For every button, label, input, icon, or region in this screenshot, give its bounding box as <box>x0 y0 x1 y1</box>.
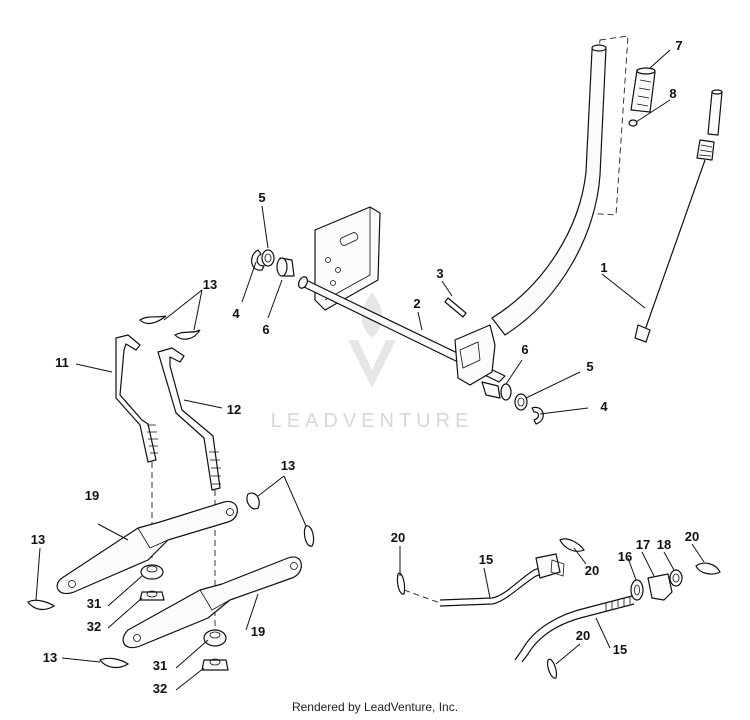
handle-grip <box>630 67 656 113</box>
left-shaft-hardware <box>251 249 295 277</box>
callout-5-top: 5 <box>258 190 265 205</box>
hairpin-clips-20 <box>396 538 721 679</box>
cross-shaft <box>297 276 506 383</box>
callout-8: 8 <box>669 86 676 101</box>
adjust-hardware <box>630 569 683 601</box>
mounting-bracket <box>314 206 381 311</box>
callout-7: 7 <box>675 38 682 53</box>
watermark-logo-icon <box>348 292 396 388</box>
callout-20-bottom: 20 <box>576 628 590 643</box>
callout-6-left: 6 <box>262 322 269 337</box>
callout-1: 1 <box>600 260 607 275</box>
callout-labels: 5 4 6 3 2 1 7 8 6 5 4 13 11 12 13 19 13 … <box>31 38 699 696</box>
watermark-text: LEADVENTURE <box>271 410 474 432</box>
callout-5-right: 5 <box>586 359 593 374</box>
callout-13-left: 13 <box>31 532 45 547</box>
callout-4-left: 4 <box>232 306 240 321</box>
callout-11: 11 <box>55 355 69 370</box>
bushing-nut-lower <box>201 629 229 671</box>
adjust-rod-upper <box>403 553 565 607</box>
cotter-pin <box>444 297 467 318</box>
callout-15-lower: 15 <box>613 642 627 657</box>
release-rod <box>634 89 723 343</box>
callout-20-mid: 20 <box>585 563 599 578</box>
lift-arm-upper <box>56 500 238 595</box>
grip-spring <box>628 119 638 127</box>
callout-12: 12 <box>227 402 241 417</box>
callout-19-lower: 19 <box>251 624 265 639</box>
callout-16: 16 <box>618 549 632 564</box>
callout-3: 3 <box>436 266 443 281</box>
callout-2: 2 <box>413 296 420 311</box>
callout-32-lower: 32 <box>153 681 167 696</box>
hairpin-clips-side <box>27 492 315 669</box>
right-shaft-hardware <box>481 381 544 425</box>
hairpin-clips-top <box>139 315 201 340</box>
callout-13-right: 13 <box>281 458 295 473</box>
lift-lever <box>491 44 607 336</box>
callout-31-upper: 31 <box>87 596 101 611</box>
callout-18: 18 <box>657 537 671 552</box>
callout-20-left: 20 <box>391 530 405 545</box>
adjust-rod-lower <box>514 595 635 663</box>
callout-6-right: 6 <box>521 342 528 357</box>
leadventure-watermark: LEADVENTURE <box>271 292 474 432</box>
leader-lines <box>35 49 705 691</box>
lift-arm-lower <box>122 556 302 649</box>
callout-13-top: 13 <box>203 277 217 292</box>
callout-4-right: 4 <box>600 399 608 414</box>
callout-15-upper: 15 <box>479 552 493 567</box>
callout-20-right: 20 <box>685 529 699 544</box>
callout-31-lower: 31 <box>153 658 167 673</box>
callout-13-bottom: 13 <box>43 650 57 665</box>
footer-credit: Rendered by LeadVenture, Inc. <box>291 700 459 714</box>
bushing-nut-upper <box>139 564 165 601</box>
callout-17: 17 <box>636 537 650 552</box>
callout-32-upper: 32 <box>87 619 101 634</box>
callout-19-upper: 19 <box>85 488 99 503</box>
lever-pivot-block <box>454 324 496 386</box>
